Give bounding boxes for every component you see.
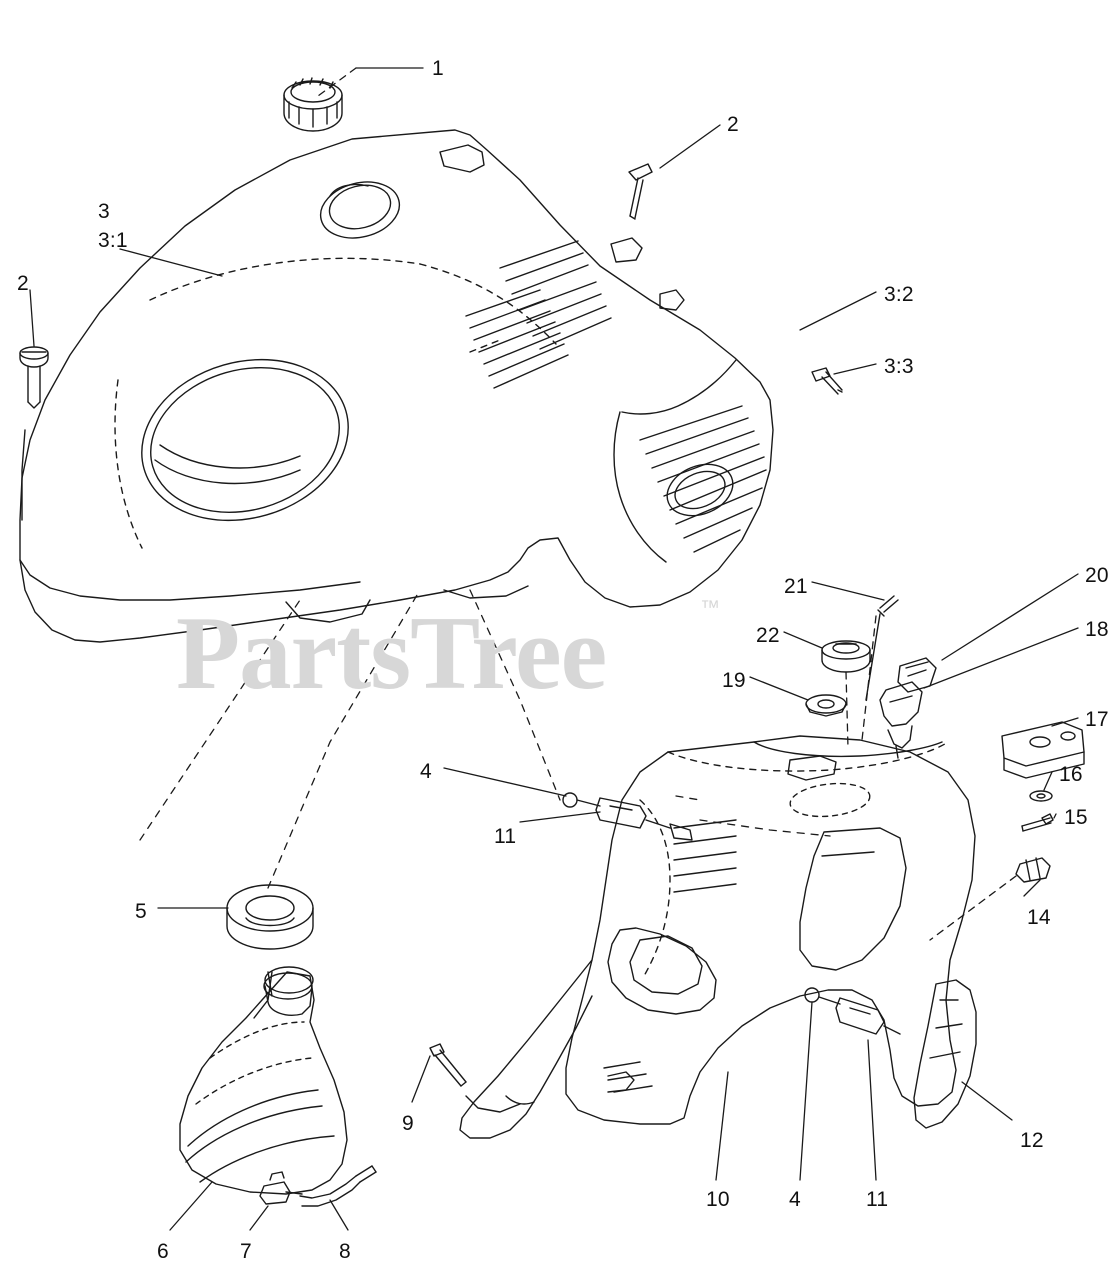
callout-5: 5 — [135, 900, 147, 923]
callout-3: 3 — [98, 200, 110, 223]
side-cover-screw — [811, 367, 843, 395]
callout-12: 12 — [1020, 1129, 1044, 1152]
callout-3-1: 3:1 — [98, 229, 128, 252]
callout-17: 17 — [1085, 708, 1109, 731]
callout-20: 20 — [1085, 564, 1109, 587]
cable-rod-21 — [865, 595, 899, 701]
screw-15 — [1021, 813, 1054, 832]
washer-16 — [1029, 790, 1053, 802]
callout-11-right: 11 — [866, 1188, 889, 1211]
fuel-shutoff-valve — [259, 1171, 303, 1205]
callout-7: 7 — [240, 1240, 252, 1263]
callout-2-top: 2 — [727, 113, 739, 136]
callout-2-left: 2 — [17, 272, 29, 295]
callout-9: 9 — [402, 1112, 414, 1135]
rear-housing — [459, 735, 1051, 1139]
cable-connector-right — [804, 987, 901, 1035]
washer-19 — [805, 694, 847, 717]
bracket-17 — [1001, 721, 1085, 779]
shroud-screw-top — [628, 163, 653, 220]
leader-lines — [29, 67, 1079, 1231]
callout-10: 10 — [706, 1188, 730, 1211]
shroud-screw-left — [19, 346, 49, 409]
callout-1: 1 — [432, 57, 444, 80]
callout-15: 15 — [1064, 806, 1088, 829]
engine-shroud-top — [19, 129, 774, 643]
callout-22: 22 — [756, 624, 780, 647]
callout-16: 16 — [1059, 763, 1083, 786]
callout-19: 19 — [722, 669, 746, 692]
fuel-hose — [299, 1165, 377, 1207]
fuel-tank — [179, 966, 348, 1195]
callout-14: 14 — [1027, 906, 1051, 929]
cable-connector-left — [562, 792, 693, 841]
callout-11-left: 11 — [494, 825, 517, 848]
fuel-tank-grommet — [226, 884, 314, 950]
screw-9 — [429, 1043, 467, 1087]
callout-18: 18 — [1085, 618, 1109, 641]
grommet-22 — [821, 640, 871, 673]
callout-3-3: 3:3 — [884, 355, 914, 378]
fuel-cap — [283, 77, 343, 132]
callout-3-2: 3:2 — [884, 283, 914, 306]
callout-4-right: 4 — [789, 1188, 801, 1211]
callout-21: 21 — [784, 575, 808, 598]
callout-4-left: 4 — [420, 760, 432, 783]
callout-6: 6 — [157, 1240, 169, 1263]
switch-18 — [879, 681, 923, 759]
callout-8: 8 — [339, 1240, 351, 1263]
